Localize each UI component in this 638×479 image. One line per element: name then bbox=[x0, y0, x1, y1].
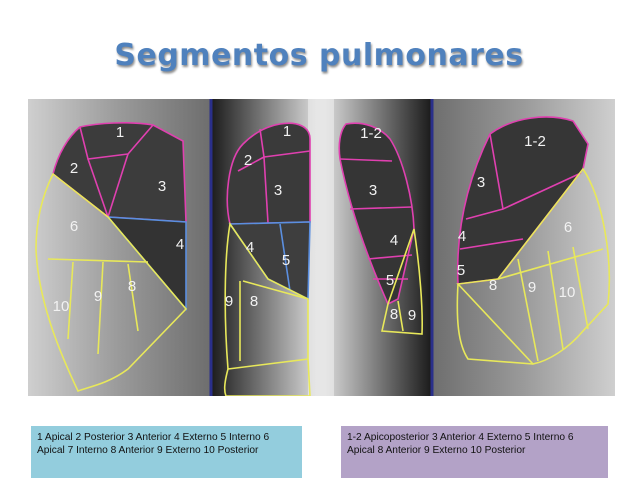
frontal-right-lung bbox=[223, 122, 311, 396]
segment-label: 1 bbox=[116, 124, 124, 141]
segment-label: 5 bbox=[457, 262, 465, 279]
right-lateral-lung bbox=[35, 122, 188, 393]
segment-label: 8 bbox=[390, 306, 398, 323]
segment-label: 6 bbox=[564, 219, 572, 236]
segment-label: 2 bbox=[70, 160, 78, 177]
segment-label: 3 bbox=[158, 178, 166, 195]
legend-left-lung: 1-2 Apicoposterior 3 Anterior 4 Externo … bbox=[341, 426, 608, 478]
left-lateral-lung bbox=[456, 116, 611, 365]
segment-label: 3 bbox=[477, 174, 485, 191]
segment-label: 10 bbox=[53, 298, 70, 315]
segment-label: 3 bbox=[274, 182, 282, 199]
frontal-left-lung bbox=[338, 122, 423, 335]
segment-label: 9 bbox=[94, 288, 102, 305]
segment-label: 4 bbox=[458, 228, 466, 245]
segment-label: 6 bbox=[70, 218, 78, 235]
segment-label: 1-2 bbox=[360, 125, 382, 142]
segment-label: 10 bbox=[559, 284, 576, 301]
segment-label: 5 bbox=[386, 272, 394, 289]
segment-label: 3 bbox=[369, 182, 377, 199]
segment-label: 2 bbox=[244, 152, 252, 169]
segment-label: 4 bbox=[176, 236, 184, 253]
segment-label: 5 bbox=[282, 252, 290, 269]
segment-label: 8 bbox=[250, 293, 258, 310]
segment-label: 1 bbox=[283, 123, 291, 140]
segment-label: 8 bbox=[489, 277, 497, 294]
segment-label: 9 bbox=[528, 279, 536, 296]
segment-label: 4 bbox=[246, 239, 254, 256]
segment-label: 8 bbox=[128, 278, 136, 295]
xray-panel: 1 2 3 4 6 8 9 10 1 2 3 4 5 9 8 1-2 3 4 5… bbox=[28, 99, 615, 396]
segment-label: 9 bbox=[225, 293, 233, 310]
segment-label: 9 bbox=[408, 307, 416, 324]
segment-label: 4 bbox=[390, 232, 398, 249]
legend-right-lung: 1 Apical 2 Posterior 3 Anterior 4 Extern… bbox=[31, 426, 302, 478]
segment-label: 1-2 bbox=[524, 133, 546, 150]
slide-title: Segmentos pulmonares bbox=[114, 38, 524, 73]
